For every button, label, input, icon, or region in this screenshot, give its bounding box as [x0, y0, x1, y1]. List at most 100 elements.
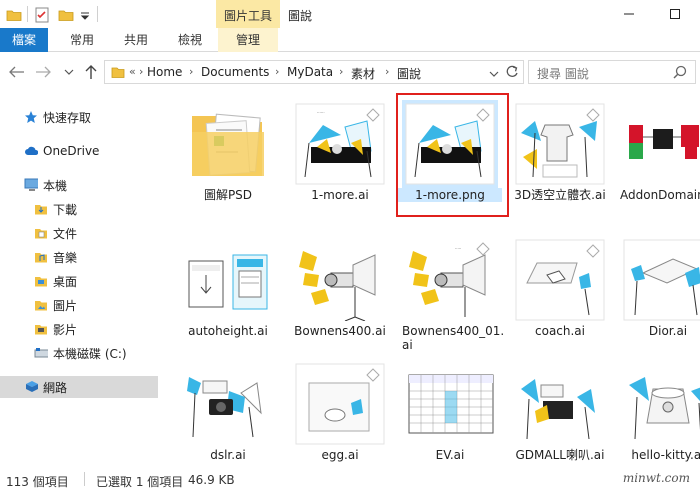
file-name: autoheight.ai: [188, 324, 268, 338]
recent-locations-icon[interactable]: [60, 63, 78, 81]
selection-count: 已選取 1 個項目: [96, 475, 184, 489]
file-item[interactable]: dslr.ai: [176, 356, 280, 466]
file-item-selected[interactable]: 1-more.png: [398, 96, 502, 214]
nav-music[interactable]: 音樂: [0, 246, 158, 268]
search-icon[interactable]: [673, 65, 687, 82]
file-item[interactable]: ...... 1-more.ai: [288, 96, 392, 214]
item-count: 113 個項目: [6, 475, 69, 489]
file-item[interactable]: autoheight.ai: [176, 232, 280, 350]
file-item[interactable]: AddonDomain.ai: [616, 96, 700, 214]
file-item[interactable]: 3D透空立體衣.ai: [508, 96, 612, 214]
file-item[interactable]: EV.ai: [398, 356, 502, 466]
dior-thumbnail: [620, 236, 700, 324]
chevron-down-icon[interactable]: [489, 67, 499, 81]
file-name: coach.ai: [535, 324, 585, 338]
file-item[interactable]: 圖解PSD: [176, 96, 280, 214]
tab-share[interactable]: 共用: [123, 33, 148, 47]
forward-arrow-icon[interactable]: [34, 63, 52, 81]
photo-studio-thumbnail: ......: [292, 100, 388, 188]
file-name: 1-more.png: [398, 188, 502, 202]
egg-thumbnail: [292, 360, 388, 448]
svg-text:.....: .....: [455, 245, 461, 250]
domain-diagram-thumbnail: [620, 100, 700, 188]
nav-downloads[interactable]: 下載: [0, 198, 158, 220]
nav-onedrive[interactable]: OneDrive: [0, 140, 158, 162]
ev-table-thumbnail: [402, 360, 498, 448]
coach-thumbnail: [512, 236, 608, 324]
status-bar: 113 個項目 已選取 1 個項目 46.9 KB: [0, 470, 700, 490]
maximize-button[interactable]: [652, 2, 698, 26]
tab-home[interactable]: 常用: [69, 33, 94, 47]
nav-quick-access[interactable]: 快速存取: [0, 106, 158, 128]
breadcrumb-overflow[interactable]: «: [129, 65, 136, 78]
bownens-thumbnail: [292, 236, 388, 324]
search-input[interactable]: 搜尋 圖說: [537, 67, 589, 81]
file-name: Bownens400.ai: [294, 324, 386, 338]
file-name: 3D透空立體衣.ai: [514, 188, 606, 202]
address-bar[interactable]: « › Home › Documents › MyData › 素材 › 圖說: [104, 60, 524, 84]
breadcrumb-documents[interactable]: Documents: [201, 65, 270, 79]
file-name: GDMALL喇叭.ai: [515, 448, 605, 462]
folder-icon: [6, 7, 22, 23]
new-folder-icon[interactable]: [58, 7, 74, 23]
shirt-lighting-thumbnail: [512, 100, 608, 188]
nav-documents[interactable]: 文件: [0, 222, 158, 244]
file-list: 圖解PSD ...... 1-more.ai: [168, 92, 700, 466]
file-name: 1-more.ai: [311, 188, 369, 202]
chevron-right-icon[interactable]: ›: [189, 65, 194, 78]
file-name: Bownens400_01.ai: [402, 324, 505, 352]
chevron-right-icon[interactable]: ›: [385, 65, 390, 78]
drive-icon: [34, 346, 48, 360]
tab-view[interactable]: 檢視: [177, 33, 202, 47]
pictures-folder-icon: [34, 298, 48, 312]
breadcrumb-assets[interactable]: 素材: [351, 67, 376, 81]
chevron-right-icon[interactable]: ›: [275, 65, 280, 78]
computer-icon: [24, 178, 38, 192]
customize-toolbar-icon[interactable]: [80, 7, 90, 23]
folder-icon: [111, 65, 125, 82]
nav-network[interactable]: 網路: [0, 376, 158, 398]
nav-videos[interactable]: 影片: [0, 318, 158, 340]
navigation-pane: 快速存取 OneDrive 本機 下載 文件 音樂 桌面 圖片: [0, 96, 158, 466]
file-item[interactable]: coach.ai: [508, 232, 612, 350]
file-name: 圖解PSD: [203, 188, 253, 202]
tab-manage[interactable]: 管理: [218, 28, 278, 52]
file-name: AddonDomain.ai: [620, 188, 700, 202]
download-folder-icon: [34, 202, 48, 216]
file-name: dslr.ai: [210, 448, 246, 462]
tab-file[interactable]: 檔案: [0, 28, 48, 52]
chevron-right-icon: ›: [139, 65, 144, 78]
refresh-icon[interactable]: [505, 64, 519, 83]
chevron-right-icon[interactable]: ›: [339, 65, 344, 78]
ribbon-tabs: 檔案 常用 共用 檢視 管理: [0, 28, 700, 52]
bownens-01-thumbnail: .....: [402, 236, 498, 324]
dslr-thumbnail: [180, 360, 276, 448]
nav-desktop[interactable]: 桌面: [0, 270, 158, 292]
breadcrumb-current[interactable]: 圖說: [397, 67, 422, 81]
svg-text:......: ......: [317, 109, 325, 114]
minimize-button[interactable]: [606, 2, 652, 26]
nav-this-pc[interactable]: 本機: [0, 174, 158, 196]
file-item[interactable]: hello-kitty.ai: [616, 356, 700, 466]
cloud-icon: [24, 144, 38, 158]
back-arrow-icon[interactable]: [8, 63, 26, 81]
folder-thumbnail: [180, 100, 276, 188]
photo-studio-thumbnail: [402, 100, 498, 188]
up-arrow-icon[interactable]: [82, 63, 100, 81]
file-name: hello-kitty.ai: [631, 448, 700, 462]
nav-local-disk[interactable]: 本機磁碟 (C:): [0, 342, 158, 364]
properties-icon[interactable]: [34, 7, 50, 23]
highlight-frame: [396, 93, 509, 217]
file-item[interactable]: GDMALL喇叭.ai: [508, 356, 612, 466]
nav-pictures[interactable]: 圖片: [0, 294, 158, 316]
search-box[interactable]: 搜尋 圖說: [528, 60, 696, 84]
network-icon: [24, 380, 38, 394]
file-item[interactable]: Bownens400.ai: [288, 232, 392, 350]
file-item[interactable]: egg.ai: [288, 356, 392, 466]
file-name: egg.ai: [321, 448, 359, 462]
breadcrumb-home[interactable]: Home: [147, 65, 183, 79]
file-item[interactable]: ..... Bownens400_01.ai: [398, 232, 504, 352]
file-item[interactable]: Dior.ai: [616, 232, 700, 350]
breadcrumb-mydata[interactable]: MyData: [287, 65, 334, 79]
